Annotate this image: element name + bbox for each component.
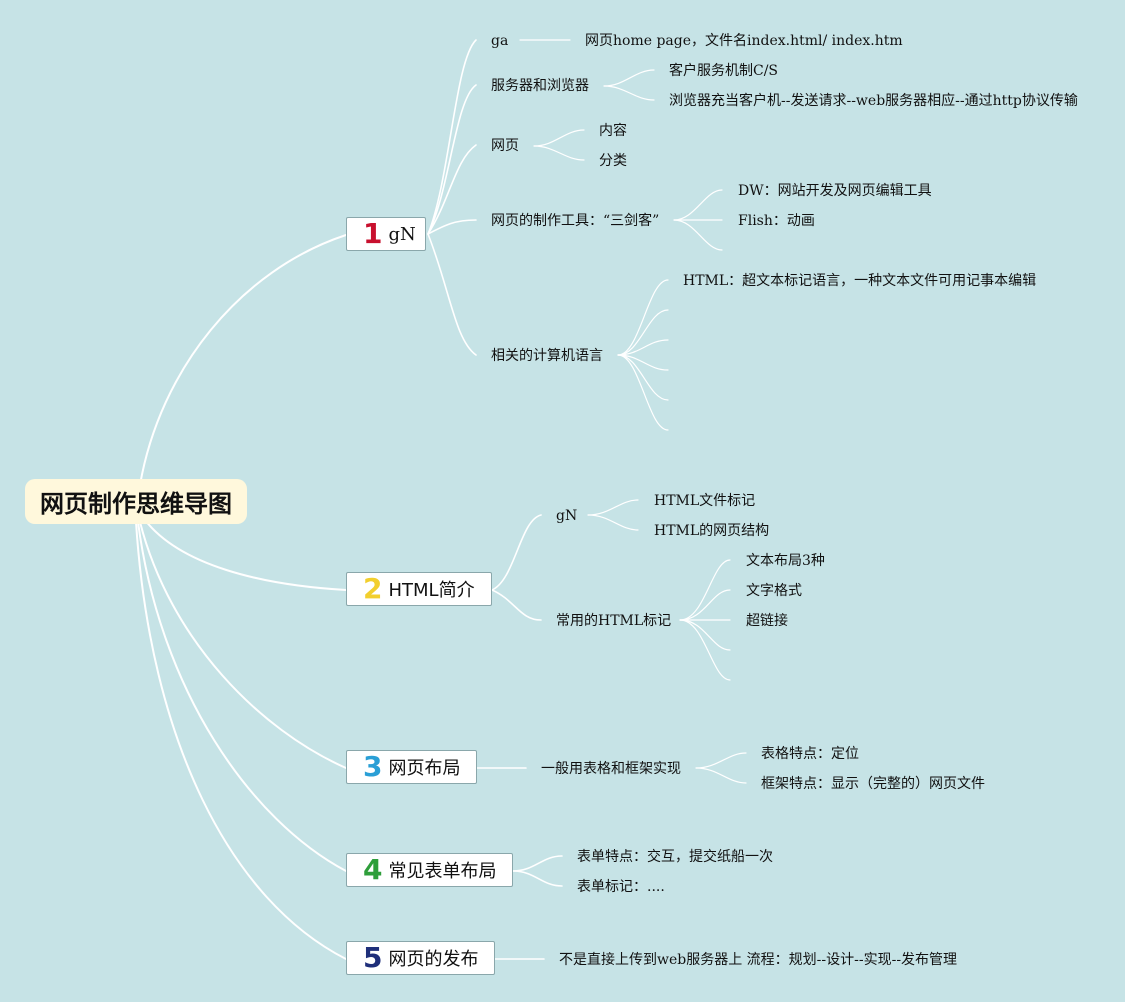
branch-5-node[interactable]: 5 网页的发布 [346, 941, 495, 975]
branch-5-label: 网页的发布 [388, 949, 479, 970]
branch-5-number: 5 [363, 941, 383, 974]
branch-1-number: 1 [363, 217, 383, 250]
root-topic[interactable]: 网页制作思维导图 [25, 479, 247, 524]
branch-2-label: HTML简介 [388, 580, 475, 601]
topic-table-feature[interactable]: 表格特点：定位 [761, 746, 859, 762]
topic-html-lang[interactable]: HTML：超文本标记语言，一种文本文件可用记事本编辑 [683, 273, 1037, 289]
topic-content[interactable]: 内容 [599, 123, 627, 139]
branch-2-node[interactable]: 2 HTML简介 [346, 572, 492, 606]
topic-common-tags[interactable]: 常用的HTML标记 [556, 613, 672, 629]
branch-3-node[interactable]: 3 网页布局 [346, 750, 477, 784]
topic-languages[interactable]: 相关的计算机语言 [491, 348, 603, 364]
topic-text-layout[interactable]: 文本布局3种 [746, 553, 825, 569]
topic-flish[interactable]: Flish：动画 [738, 213, 815, 229]
topic-category[interactable]: 分类 [599, 153, 627, 169]
topic-ga-detail[interactable]: 网页home page，文件名index.html/ index.htm [585, 33, 903, 49]
topic-form-tag[interactable]: 表单标记：.... [577, 879, 665, 895]
topic-browser-request[interactable]: 浏览器充当客户机--发送请求--web服务器相应--通过http协议传输 [669, 93, 1078, 109]
branch-3-number: 3 [363, 750, 383, 783]
topic-cs-mechanism[interactable]: 客户服务机制C/S [669, 63, 779, 79]
topic-tools[interactable]: 网页的制作工具：“三剑客” [491, 213, 660, 229]
topic-publish-flow[interactable]: 不是直接上传到web服务器上 流程：规划--设计--实现--发布管理 [559, 952, 958, 968]
topic-html-structure[interactable]: HTML的网页结构 [654, 523, 770, 539]
topic-form-feature[interactable]: 表单特点：交互，提交纸船一次 [577, 849, 773, 865]
branch-4-node[interactable]: 4 常见表单布局 [346, 853, 513, 887]
branch-1-node[interactable]: 1 gN [346, 217, 426, 251]
branch-3-label: 网页布局 [388, 758, 461, 779]
topic-layout-method[interactable]: 一般用表格和框架实现 [541, 761, 681, 777]
topic-ga[interactable]: ga [491, 33, 509, 49]
topic-dw[interactable]: DW：网站开发及网页编辑工具 [738, 183, 932, 199]
branch-1-label: gN [388, 223, 416, 245]
branch-2-number: 2 [363, 572, 383, 605]
branch-4-label: 常见表单布局 [388, 861, 497, 882]
branch-4-number: 4 [363, 853, 383, 886]
topic-html-file-tag[interactable]: HTML文件标记 [654, 493, 756, 509]
topic-hyperlink[interactable]: 超链接 [746, 613, 788, 629]
topic-server-browser[interactable]: 服务器和浏览器 [491, 78, 589, 94]
topic-gn-2[interactable]: gN [556, 508, 578, 524]
topic-text-format[interactable]: 文字格式 [746, 583, 802, 599]
topic-webpage[interactable]: 网页 [491, 138, 519, 154]
topic-frame-feature[interactable]: 框架特点：显示（完整的）网页文件 [761, 776, 985, 792]
